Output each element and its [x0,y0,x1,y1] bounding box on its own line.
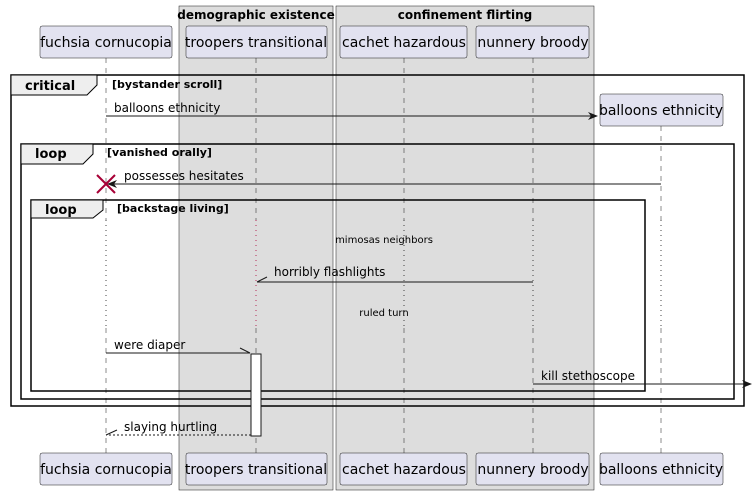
participant-fuchsia-bottom-label: fuchsia cornucopia [40,462,172,478]
participant-cachet-bottom-label: cachet hazardous [342,462,466,478]
group-confinement-flirting: confinement flirting [335,5,595,491]
message-5: kill stethoscope [533,369,752,388]
lifeline-dividers [105,220,662,328]
group-label-confinement: confinement flirting [398,8,532,22]
message-2-label: possesses hesitates [124,169,244,183]
participant-troopers-bottom: troopers transitional [185,452,328,486]
participant-cachet-label: cachet hazardous [342,35,466,51]
participant-balloons-bottom-label: balloons ethnicity [599,462,723,478]
fragment-critical: critical [bystander scroll] [10,74,745,407]
participant-nunnery-bottom-label: nunnery broody [477,462,588,478]
participant-nunnery-label: nunnery broody [477,35,588,51]
fragment-critical-keyword: critical [25,79,75,94]
destroy-marker [96,174,116,194]
participant-nunnery-top: nunnery broody [475,25,590,59]
participant-nunnery-bottom: nunnery broody [475,452,590,486]
message-1: balloons ethnicity [106,101,598,120]
fragment-loop-outer-keyword: loop [35,147,67,162]
fragment-loop-inner-keyword: loop [45,203,77,218]
divider-1-label: mimosas neighbors [335,235,433,246]
message-4-label: were diaper [114,338,185,352]
participant-fuchsia-top: fuchsia cornucopia [39,25,173,59]
message-2: possesses hesitates [107,169,661,188]
participant-cachet-bottom: cachet hazardous [339,452,468,486]
participant-fuchsia-bottom: fuchsia cornucopia [39,452,173,486]
message-3-label: horribly flashlights [274,265,385,279]
participant-fuchsia-label: fuchsia cornucopia [40,35,172,51]
message-1-label: balloons ethnicity [114,101,220,115]
message-5-label: kill stethoscope [541,369,635,383]
message-6: slaying hurtling [105,420,251,436]
lifelines [105,58,662,453]
message-3: horribly flashlights [256,265,533,283]
fragment-loop-inner-guard: [backstage living] [117,202,229,215]
participant-balloons-label: balloons ethnicity [599,103,723,119]
participant-balloons-created: balloons ethnicity [599,93,724,127]
fragment-loop-outer: loop [vanished orally] [20,143,735,400]
fragment-critical-guard: [bystander scroll] [112,78,222,91]
group-label-demographic: demographic existence [177,8,334,22]
fragment-loop-outer-guard: [vanished orally] [107,146,212,159]
divider-2-label: ruled turn [359,308,408,319]
fragment-loop-inner: loop [backstage living] [30,199,646,392]
divider-1: mimosas neighbors [335,235,433,246]
participant-cachet-top: cachet hazardous [339,25,468,59]
participant-troopers-top: troopers transitional [185,25,328,59]
participant-troopers-label: troopers transitional [185,35,327,51]
activation-bar-troopers [250,353,262,437]
message-4: were diaper [106,338,251,354]
divider-2: ruled turn [359,308,408,319]
participant-balloons-bottom: balloons ethnicity [599,452,724,486]
message-6-label: slaying hurtling [124,420,217,434]
participant-troopers-bottom-label: troopers transitional [185,462,327,478]
